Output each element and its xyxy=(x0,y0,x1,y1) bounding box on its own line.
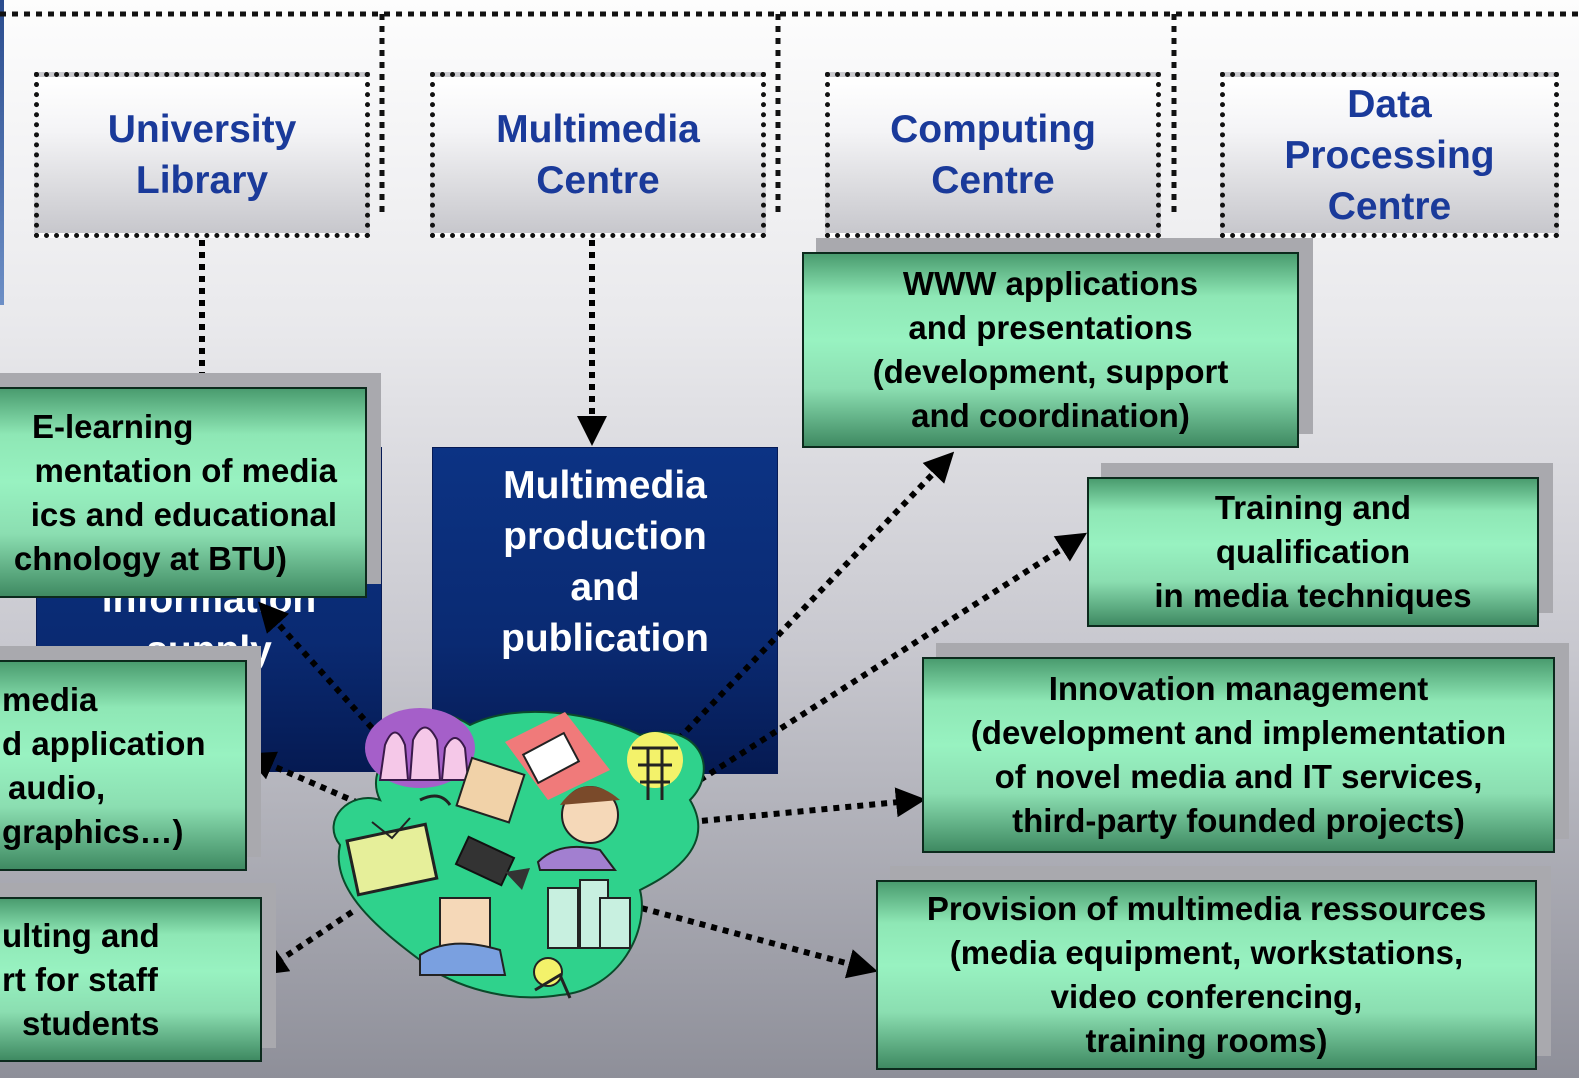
service-line: WWW applications xyxy=(902,265,1199,302)
dept-computing-centre: Computing Centre xyxy=(825,72,1161,238)
dept-label: Computing xyxy=(890,108,1096,151)
dept-label: Multimedia xyxy=(496,108,700,151)
service-training: Training and qualification in media tech… xyxy=(1087,477,1539,627)
service-provision: Provision of multimedia ressources (medi… xyxy=(876,880,1537,1070)
dept-multimedia-centre: Multimedia Centre xyxy=(430,72,766,238)
arrow-to-www xyxy=(667,451,955,751)
service-line: ulting and xyxy=(2,916,160,954)
dept-label: Data xyxy=(1347,82,1432,126)
pagoda-icon xyxy=(627,732,683,800)
dept-label: Processing xyxy=(1284,133,1495,177)
service-line: audio, xyxy=(8,768,106,806)
service-innovation: Innovation management (development and i… xyxy=(922,657,1555,853)
photographer-icon xyxy=(533,957,572,999)
city-buildings-icon xyxy=(547,879,631,949)
service-line: Training and xyxy=(1214,489,1412,526)
service-line: d application xyxy=(2,724,206,762)
service-line: graphics…) xyxy=(2,812,184,850)
service-line: Provision of multimedia ressources xyxy=(926,890,1487,927)
dept-university-library: University Library xyxy=(34,72,370,238)
service-line: mentation of media xyxy=(34,451,337,489)
dept-label: University xyxy=(107,108,297,151)
service-line: rt for staff xyxy=(2,960,158,998)
service-www: WWW applications and presentations (deve… xyxy=(802,252,1299,448)
service-line: (development and implementation xyxy=(970,714,1507,751)
service-media-application: media d application audio, graphics…) xyxy=(0,660,247,871)
arrow-to-elearning xyxy=(257,601,375,731)
service-line: chnology at BTU) xyxy=(13,539,287,577)
dept-label: Centre xyxy=(1327,184,1452,228)
arrow-to-media-application xyxy=(244,751,372,811)
service-line: students xyxy=(22,1004,160,1042)
box-label: production xyxy=(503,515,707,558)
box-label: Multimedia xyxy=(503,464,707,507)
service-line: third-party founded projects) xyxy=(1012,802,1465,839)
arrow-to-provision xyxy=(629,902,878,979)
service-line: video conferencing, xyxy=(1050,978,1363,1015)
clapperboard-icon xyxy=(505,712,610,800)
box-label: and xyxy=(570,566,640,609)
presenter-icon xyxy=(419,897,507,976)
service-line: (development, support xyxy=(872,353,1229,390)
dept-label: Centre xyxy=(536,159,660,202)
dept-label: Library xyxy=(135,159,269,202)
speaker-man-icon xyxy=(419,756,526,824)
box-label: publication xyxy=(501,617,709,660)
arrow-to-innovation xyxy=(689,787,926,825)
tv-icon xyxy=(345,817,439,897)
service-line: ics and educational xyxy=(30,495,337,533)
arrow-to-training xyxy=(698,532,1088,783)
service-elearning: E-learning mentation of media ics and ed… xyxy=(0,387,367,598)
service-line: E-learning xyxy=(32,407,194,445)
palace-icon xyxy=(365,708,475,788)
dept-data-processing-centre: Data Processing Centre xyxy=(1220,72,1559,238)
left-edge-accent xyxy=(0,0,4,305)
service-line: Innovation management xyxy=(1048,670,1429,707)
service-line: and presentations xyxy=(908,309,1193,346)
woman-microphone-icon xyxy=(536,786,620,871)
service-consulting: ulting and rt for staff students xyxy=(0,897,262,1062)
service-line: media xyxy=(2,680,98,718)
service-line: qualification xyxy=(1215,533,1411,570)
video-camera-icon xyxy=(454,835,530,890)
service-line: of novel media and IT services, xyxy=(994,758,1483,795)
service-line: (media equipment, workstations, xyxy=(949,934,1464,971)
service-line: and coordination) xyxy=(911,397,1190,434)
service-line: training rooms) xyxy=(1085,1022,1328,1059)
dept-label: Centre xyxy=(931,159,1055,202)
service-line: in media techniques xyxy=(1154,577,1472,614)
